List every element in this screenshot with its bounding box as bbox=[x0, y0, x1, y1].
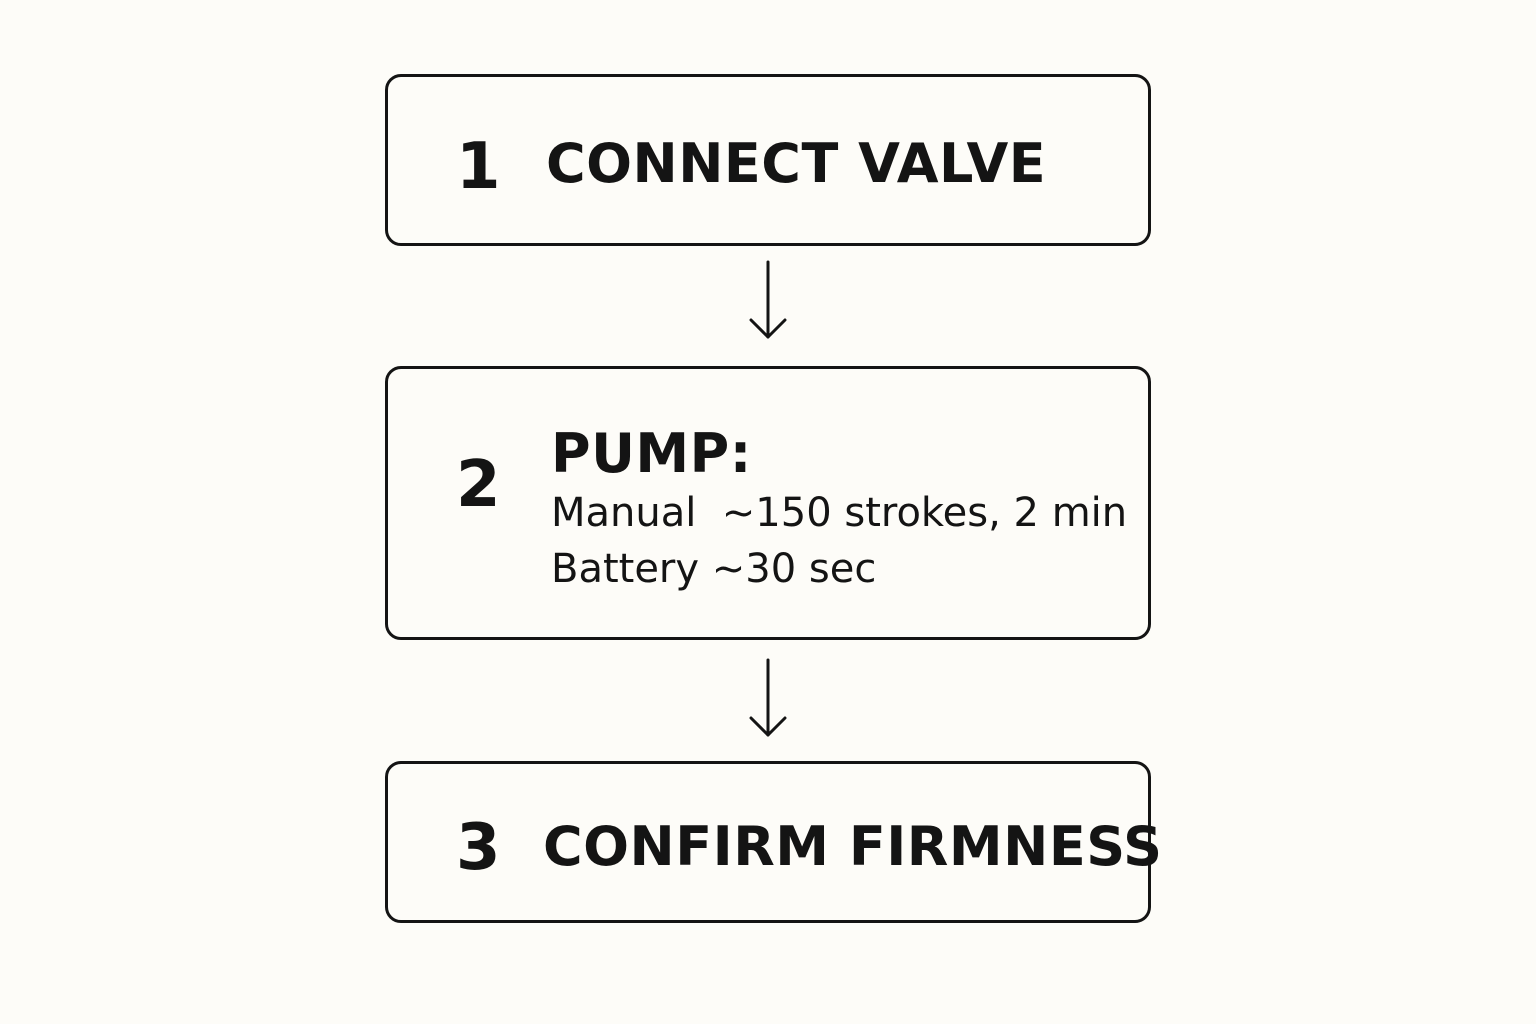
step-2-box: 2 PUMP: Manual ~150 strokes, 2 min Batte… bbox=[385, 366, 1151, 640]
step-1-number: 1 bbox=[456, 130, 501, 204]
step-3-number: 3 bbox=[456, 811, 501, 885]
step-3-title: CONFIRM FIRMNESS bbox=[543, 815, 1163, 878]
step-2-detail-battery: Battery ~30 sec bbox=[551, 546, 877, 592]
step-2-detail-manual: Manual ~150 strokes, 2 min bbox=[551, 490, 1128, 536]
step-2-number: 2 bbox=[456, 448, 501, 522]
step-1-title: CONNECT VALVE bbox=[546, 132, 1047, 195]
step-3-box: 3 CONFIRM FIRMNESS bbox=[385, 761, 1162, 923]
arrow-down-icon bbox=[749, 658, 787, 737]
arrow-down-icon bbox=[749, 260, 787, 339]
step-2-title: PUMP: bbox=[551, 422, 752, 485]
step-1-box: 1 CONNECT VALVE bbox=[385, 74, 1151, 246]
